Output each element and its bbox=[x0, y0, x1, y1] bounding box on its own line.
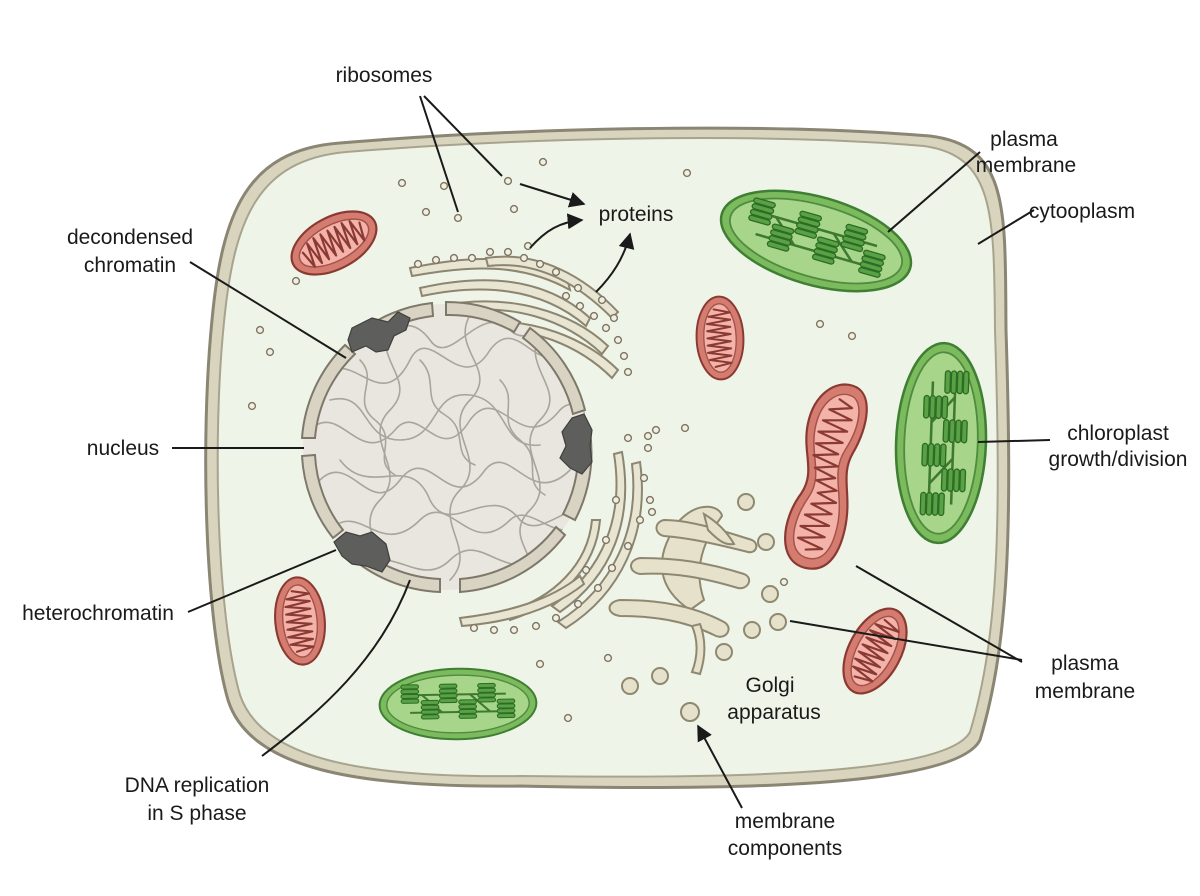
label-decondensed-chromatin-2: chromatin bbox=[84, 254, 176, 277]
rough-er-right bbox=[458, 425, 661, 635]
label-chloroplast: chloroplast bbox=[1067, 422, 1169, 445]
label-membrane-components: membrane bbox=[735, 810, 835, 833]
label-proteins: proteins bbox=[599, 203, 674, 226]
free-ribosomes bbox=[247, 157, 857, 723]
nucleus-organelle bbox=[300, 300, 593, 594]
label-plasma-membrane-right: plasma bbox=[1051, 652, 1119, 675]
label-plasma-membrane-top-2: membrane bbox=[976, 154, 1076, 177]
label-dna-replication: DNA replication bbox=[125, 774, 270, 797]
label-golgi-2: apparatus bbox=[727, 701, 820, 724]
label-chloroplast-2: growth/division bbox=[1049, 448, 1188, 471]
label-decondensed-chromatin: decondensed bbox=[67, 226, 193, 249]
label-plasma-membrane-right-2: membrane bbox=[1035, 680, 1135, 703]
mitochondria bbox=[270, 197, 921, 705]
leader-lines bbox=[172, 95, 1051, 809]
label-dna-replication-2: in S phase bbox=[147, 802, 246, 825]
label-plasma-membrane-top: plasma bbox=[990, 128, 1058, 151]
heterochromatin-patch bbox=[333, 311, 593, 573]
label-membrane-components-2: components bbox=[728, 837, 842, 860]
labels: ribosomes proteins plasma membrane cytoo… bbox=[22, 64, 1187, 860]
label-nucleus: nucleus bbox=[87, 437, 159, 460]
label-golgi: Golgi bbox=[745, 674, 794, 697]
label-ribosomes: ribosomes bbox=[336, 64, 433, 87]
label-cytoplasm: cytooplasm bbox=[1029, 200, 1135, 223]
golgi-organelle bbox=[608, 493, 787, 722]
cytoplasm bbox=[216, 137, 999, 778]
mitochondrion-elongated bbox=[784, 383, 868, 570]
label-heterochromatin: heterochromatin bbox=[22, 602, 174, 625]
